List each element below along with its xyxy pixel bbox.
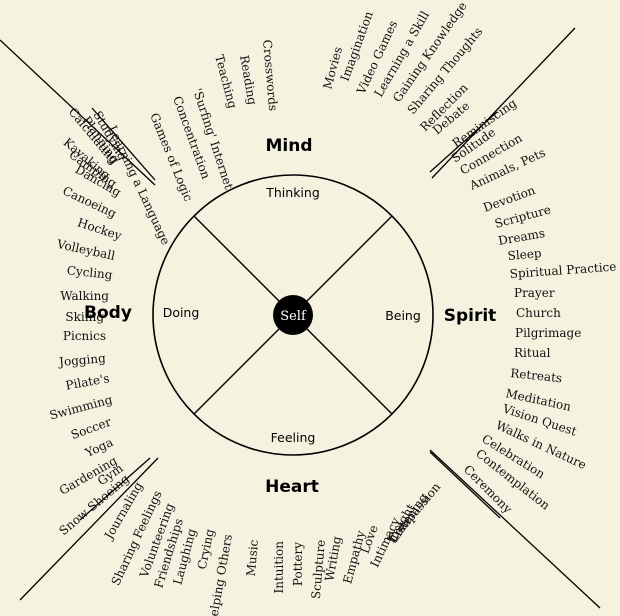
activity-heart-item: Compassion bbox=[385, 480, 443, 546]
activity-spirit-item: Pilgrimage bbox=[515, 326, 581, 340]
divider-bottom-left bbox=[19, 457, 159, 601]
activity-body-item: Volleyball bbox=[55, 237, 117, 263]
activity-body-item: Pilate's bbox=[64, 371, 110, 392]
activity-body-item: Walking bbox=[60, 289, 109, 303]
activity-heart-item: Intuition bbox=[272, 541, 286, 594]
quadrant-title-body: Body bbox=[84, 303, 132, 323]
divider-top-left bbox=[0, 39, 156, 186]
activity-spirit-item: Spiritual Practice bbox=[509, 260, 617, 281]
activity-heart-item: Pottery bbox=[291, 542, 305, 586]
activity-heart-item: Crying bbox=[195, 527, 217, 570]
inner-label-feeling: Feeling bbox=[271, 430, 316, 445]
inner-label-being: Being bbox=[385, 308, 421, 323]
activity-spirit-item: Ritual bbox=[514, 346, 551, 360]
activity-mind-item: Reading bbox=[237, 54, 260, 106]
activity-body-item: Cycling bbox=[66, 263, 113, 282]
separator-body-heart bbox=[79, 457, 151, 521]
separator-heart-spirit bbox=[429, 451, 501, 519]
separator-mind-spirit bbox=[429, 111, 498, 173]
divider-bottom-right bbox=[429, 449, 601, 609]
activity-spirit-item: Church bbox=[516, 306, 561, 320]
activity-heart-item: Sculpture bbox=[309, 539, 328, 600]
activity-mind-item: Teaching bbox=[212, 53, 240, 110]
activity-spirit-item: Dreams bbox=[497, 226, 546, 248]
quadrant-title-mind: Mind bbox=[265, 136, 312, 156]
activity-spirit-item: Prayer bbox=[514, 286, 555, 300]
activity-spirit-item: Sleep bbox=[507, 246, 542, 263]
activity-mind-item: Crosswords bbox=[260, 39, 280, 111]
activity-spirit-item: Retreats bbox=[510, 366, 563, 385]
wheel-circle bbox=[152, 174, 434, 456]
activity-body-item: Skiing bbox=[65, 310, 104, 324]
divider-top-right bbox=[431, 27, 576, 179]
quadrant-title-spirit: Spirit bbox=[444, 306, 497, 326]
separator-mind-body bbox=[91, 107, 156, 181]
activity-body-item: Picnics bbox=[63, 329, 106, 343]
self-circle bbox=[273, 295, 313, 335]
activity-body-item: Jogging bbox=[57, 351, 107, 369]
activity-body-item: Hockey bbox=[76, 215, 124, 242]
activity-heart-item: Music bbox=[244, 539, 261, 577]
inner-label-thinking: Thinking bbox=[265, 185, 320, 200]
self-label: Self bbox=[280, 309, 307, 324]
inner-label-doing: Doing bbox=[163, 305, 200, 320]
quadrant-title-heart: Heart bbox=[265, 477, 319, 497]
